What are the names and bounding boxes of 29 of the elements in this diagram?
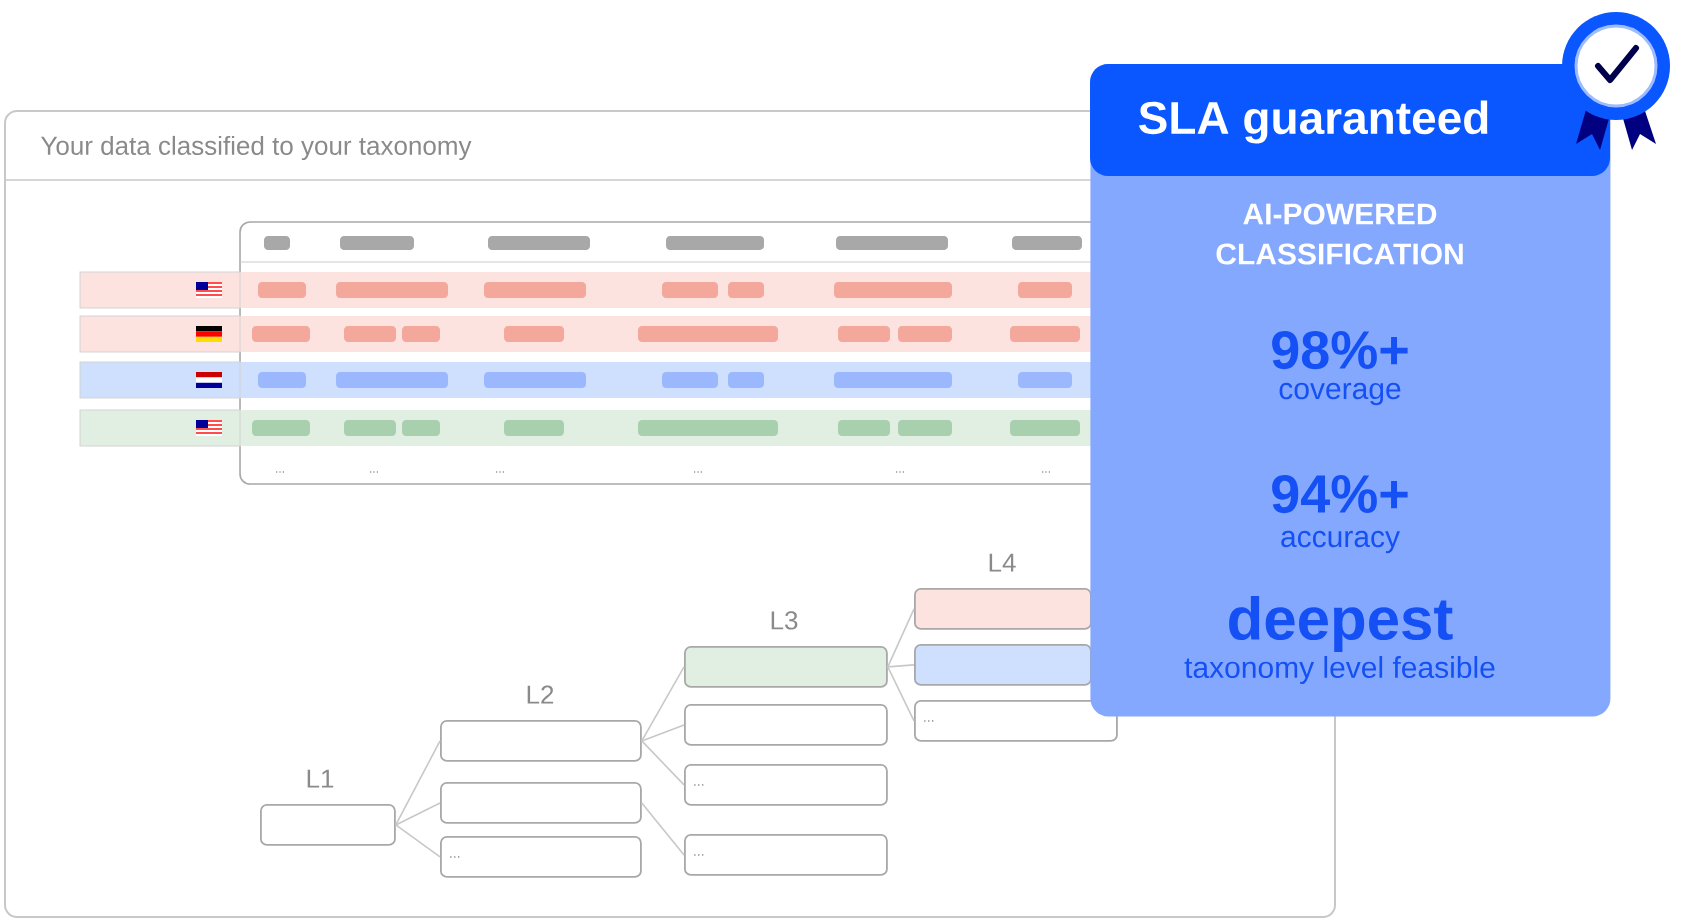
stat-caption: coverage xyxy=(1279,382,1401,406)
tree-box xyxy=(260,804,396,846)
connector-line xyxy=(395,740,441,826)
tree-box xyxy=(440,720,642,762)
tree-box xyxy=(684,646,888,688)
stat-caption: taxonomy level feasible xyxy=(1184,656,1495,684)
tree-box xyxy=(914,588,1092,630)
stat-value: deepest xyxy=(1229,596,1453,652)
card-subtitle: AI-POWERED CLASSIFICATION xyxy=(1216,203,1463,265)
connector-line xyxy=(641,724,685,742)
connector-line xyxy=(641,802,685,856)
stat-value: 98%+ xyxy=(1272,330,1408,370)
panel-title: Your data classified to your taxonomy xyxy=(40,135,472,161)
level-label: L1 xyxy=(307,769,334,788)
connector-line xyxy=(641,740,685,786)
level-label: L4 xyxy=(989,553,1016,572)
tree-box xyxy=(914,644,1092,686)
tree-box xyxy=(684,704,888,746)
stat-caption: accuracy xyxy=(1281,530,1400,554)
connector-line xyxy=(395,802,441,826)
stat-value: 94%+ xyxy=(1272,474,1408,514)
tree-box xyxy=(440,782,642,824)
connector-line xyxy=(887,664,915,668)
connector-line xyxy=(641,666,685,742)
level-label: L2 xyxy=(527,685,554,704)
connector-line xyxy=(887,666,915,722)
connector-line xyxy=(395,824,441,858)
connector-line xyxy=(887,608,915,668)
level-label: L3 xyxy=(771,611,798,630)
